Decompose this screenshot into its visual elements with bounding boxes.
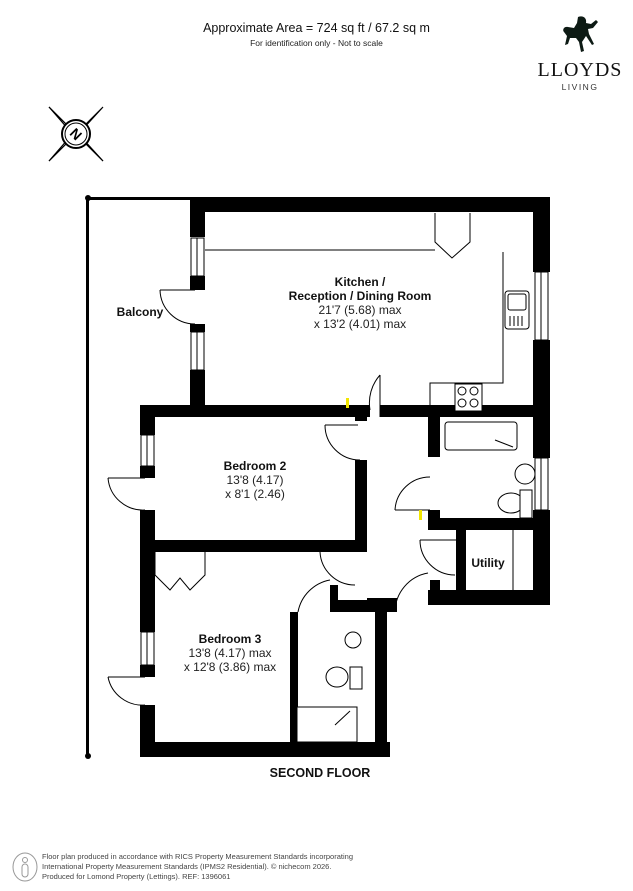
room-bedroom3-label: Bedroom 3 13'8 (4.17) max x 12'8 (3.86) … <box>160 632 300 674</box>
room-kitchen-label: Kitchen / Reception / Dining Room 21'7 (… <box>260 275 460 331</box>
floor-label: SECOND FLOOR <box>269 766 371 780</box>
room-kitchen-dim-1: 21'7 (5.68) max <box>318 303 402 317</box>
room-bedroom3-name: Bedroom 3 <box>198 632 262 646</box>
room-kitchen-name-2: Reception / Dining Room <box>288 289 432 303</box>
room-balcony-name: Balcony <box>116 305 164 319</box>
room-bedroom2-dim-1: 13'8 (4.17) <box>226 473 284 487</box>
compass-icon: N <box>48 106 104 162</box>
footer: Floor plan produced in accordance with R… <box>0 848 633 891</box>
room-bedroom3-dim-2: x 12'8 (3.86) max <box>183 660 277 674</box>
area-subtitle: For identification only - Not to scale <box>250 38 383 48</box>
room-utility-name: Utility <box>471 556 505 570</box>
footer-line-1: Floor plan produced in accordance with R… <box>42 852 353 861</box>
room-bedroom2-name: Bedroom 2 <box>223 459 287 473</box>
room-balcony-label: Balcony <box>105 305 175 319</box>
lloyds-living-logo: LLOYDS LIVING <box>530 14 630 94</box>
room-bedroom2-label: Bedroom 2 13'8 (4.17) x 8'1 (2.46) <box>190 459 320 501</box>
footer-line-2: International Property Measurement Stand… <box>42 862 332 871</box>
person-info-icon <box>12 852 38 882</box>
horse-icon <box>563 16 598 53</box>
logo-sub-text: LIVING <box>561 82 599 92</box>
room-utility-label: Utility <box>462 556 514 570</box>
area-title: Approximate Area = 724 sq ft / 67.2 sq m <box>203 21 430 35</box>
footer-line-3: Produced for Lomond Property (Lettings).… <box>42 872 231 881</box>
room-kitchen-dim-2: x 13'2 (4.01) max <box>313 317 407 331</box>
footer-text: Floor plan produced in accordance with R… <box>42 852 353 882</box>
room-bedroom2-dim-2: x 8'1 (2.46) <box>225 487 285 501</box>
logo-brand-text: LLOYDS <box>537 59 623 81</box>
room-kitchen-name-1: Kitchen / <box>334 275 386 289</box>
room-bedroom3-dim-1: 13'8 (4.17) max <box>188 646 272 660</box>
